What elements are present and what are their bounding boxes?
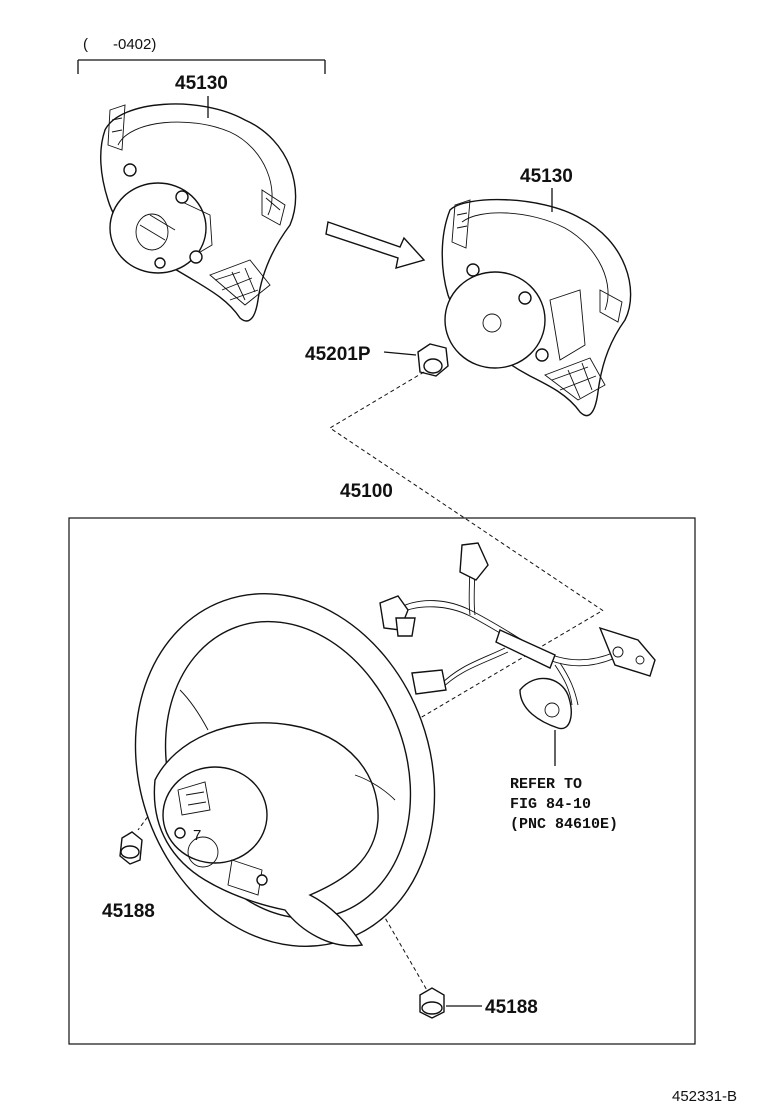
assembly-guide-line — [329, 371, 606, 613]
figure-code: 452331-B — [672, 1088, 737, 1105]
part-number-nut: 45201P — [305, 344, 371, 365]
replacement-arrow — [325, 221, 426, 269]
part-number-screw-left: 45188 — [102, 901, 155, 922]
screw-45188-right — [419, 987, 482, 1019]
airbag-module-new — [441, 198, 632, 417]
steering-wheel: 7 — [134, 593, 436, 947]
refer-note-line1: REFER TO — [510, 776, 582, 793]
part-number-airbag-old: 45130 — [175, 73, 228, 94]
wiring-harness — [379, 542, 656, 766]
screw-45188-left — [119, 831, 143, 865]
nut-45201p — [383, 343, 449, 377]
refer-note-line2: FIG 84-10 — [510, 796, 591, 813]
airbag-module-old — [77, 59, 326, 322]
part-number-steering-wheel: 45100 — [340, 481, 393, 502]
steering-wheel-frame — [68, 517, 696, 1045]
part-number-airbag-new: 45130 — [520, 166, 573, 187]
part-number-screw-right: 45188 — [485, 997, 538, 1018]
svg-text:7: 7 — [193, 827, 201, 844]
date-range-label: ( -0402) — [83, 36, 156, 53]
screw-guide-line-left — [137, 799, 161, 831]
refer-note-line3: (PNC 84610E) — [510, 816, 618, 833]
